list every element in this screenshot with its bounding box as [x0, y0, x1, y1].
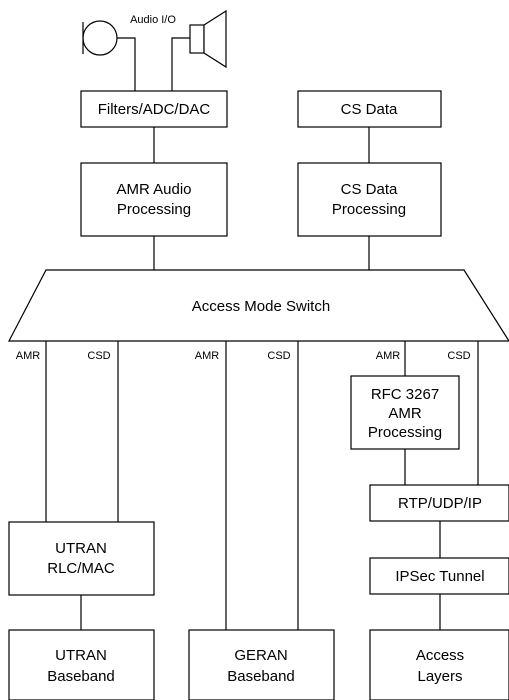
rfc3267-label-line3: Processing	[368, 424, 442, 441]
utran-rlc-mac-box	[8, 521, 155, 596]
utran-rlc-label-line2: RLC/MAC	[47, 560, 115, 577]
cs-data-processing-box	[297, 162, 442, 237]
ip-amr-label: AMR	[376, 350, 401, 362]
speaker-icon	[189, 24, 205, 54]
cs-data-label: CS Data	[341, 101, 398, 118]
utran-baseband-label-line1: UTRAN	[55, 647, 107, 664]
rfc3267-label-line2: AMR	[388, 405, 422, 422]
geran-csd-label: CSD	[267, 350, 290, 362]
cs-data-box	[297, 90, 442, 128]
speaker-cone-icon	[203, 9, 227, 69]
audio-io-label: Audio I/O	[130, 14, 176, 26]
ipsec-tunnel-box	[369, 557, 509, 595]
ip-csd-label: CSD	[447, 350, 470, 362]
geran-baseband-label-line1: GERAN	[234, 647, 287, 664]
geran-baseband-label-line2: Baseband	[227, 668, 295, 685]
access-mode-switch-label: Access Mode Switch	[192, 298, 330, 315]
utran-amr-label: AMR	[16, 350, 41, 362]
access-mode-switch	[8, 269, 509, 342]
access-layers-label-line2: Layers	[417, 668, 462, 685]
filters-adc-dac-label: Filters/ADC/DAC	[98, 101, 211, 118]
speaker-wire	[171, 37, 190, 91]
microphone-icon	[82, 20, 118, 56]
cs-data-processing-label-line2: Processing	[332, 201, 406, 218]
access-layers-label-line1: Access	[416, 647, 464, 664]
rtp-udp-ip-box	[369, 484, 509, 522]
amr-audio-processing-box	[80, 162, 228, 237]
utran-rlc-label-line1: UTRAN	[55, 540, 107, 557]
amr-audio-label-line1: AMR Audio	[116, 181, 191, 198]
geran-baseband-box	[188, 629, 335, 700]
utran-baseband-box	[8, 629, 155, 700]
geran-amr-label: AMR	[195, 350, 220, 362]
rtp-udp-ip-label: RTP/UDP/IP	[398, 495, 482, 512]
ipsec-tunnel-label: IPSec Tunnel	[395, 568, 484, 585]
amr-audio-label-line2: Processing	[117, 201, 191, 218]
utran-baseband-label-line2: Baseband	[47, 668, 115, 685]
cs-data-processing-label-line1: CS Data	[341, 181, 398, 198]
access-layers-box	[369, 629, 509, 700]
rfc3267-label-line1: RFC 3267	[371, 386, 439, 403]
microphone-wire	[117, 37, 136, 91]
utran-csd-label: CSD	[87, 350, 110, 362]
